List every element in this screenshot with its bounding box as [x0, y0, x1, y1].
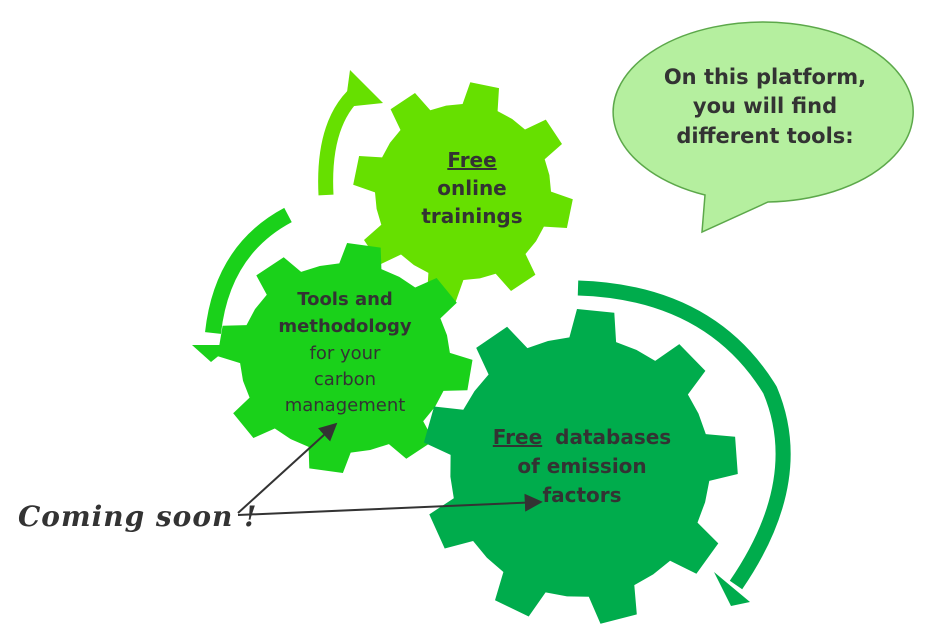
gear-databases-free: Free [493, 425, 542, 449]
gear-free-online-trainings [353, 82, 573, 302]
gear-tools-line-3: for your [310, 343, 382, 364]
gear-trainings-label: Free online trainings [421, 148, 522, 228]
bubble-line-3: different tools: [676, 124, 853, 148]
coming-soon-label: Coming soon ! [18, 500, 257, 533]
svg-text:Free databases: Free databases [493, 425, 671, 449]
gear-trainings-line-2: online [437, 176, 507, 200]
speech-bubble-shape [612, 21, 914, 234]
cycle-arrow-right-head [714, 572, 750, 606]
gear-tools-line-5: management [285, 395, 406, 416]
gear-databases-label: Free databases of emission factors [493, 425, 671, 507]
cycle-arrow-left [205, 207, 292, 334]
gear-tools-line-1: Tools and [297, 289, 393, 310]
cycle-arrow-top-head [345, 70, 383, 107]
gear-databases-line-2: of emission [517, 454, 646, 478]
gear-tools-line-2: methodology [278, 316, 411, 337]
bubble-line-1: On this platform, [664, 65, 866, 89]
pointer-arrow-to-databases [237, 493, 543, 516]
gear-free-databases [423, 309, 738, 624]
gear-tools-methodology [217, 243, 473, 473]
gear-trainings-free: Free [447, 148, 496, 172]
gear-databases-line-1: databases [555, 425, 671, 449]
gear-trainings-line-3: trainings [421, 204, 522, 228]
gear-databases-line-3: factors [542, 483, 621, 507]
cycle-arrow-right [577, 280, 791, 590]
coming-soon-arrows [237, 422, 543, 516]
bubble-line-2: you will find [693, 94, 837, 118]
gear-tools-line-4: carbon [314, 369, 376, 390]
pointer-arrow-to-tools [237, 422, 338, 514]
gear-tools-label: Tools and methodology for your carbon ma… [278, 289, 411, 416]
cycle-arrows [192, 70, 791, 606]
speech-bubble: On this platform, you will find differen… [612, 21, 914, 234]
